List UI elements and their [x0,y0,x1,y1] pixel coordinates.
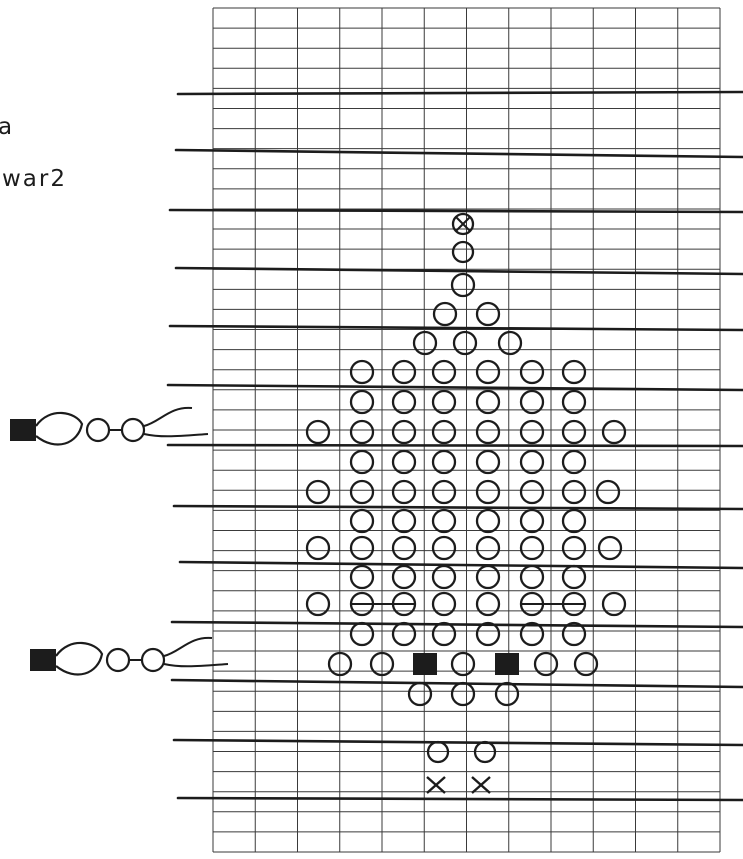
thread-line [172,622,743,627]
circle-bead [477,361,499,383]
circle-bead [433,361,455,383]
circle-bead [409,683,431,705]
circle-bead [307,481,329,503]
circle-bead [477,421,499,443]
clasp-loop [56,643,102,675]
circle-bead [433,593,455,615]
circle-bead [499,332,521,354]
circle-bead [393,361,415,383]
circle-bead [452,683,474,705]
thread-line [170,210,743,212]
thread-line [178,798,743,800]
thread-line [168,385,743,390]
clasp-tail [164,664,228,666]
circle-bead [351,421,373,443]
circle-bead [393,421,415,443]
start-marker-crossed-circle [453,214,473,234]
graph-paper-grid [213,8,720,852]
circle-bead [433,421,455,443]
end-marker-x [472,777,490,793]
square-bead [413,653,437,675]
thread-line [168,445,743,446]
circle-bead [393,537,415,559]
clasp-bead [142,649,164,671]
clasp-upper [10,408,208,445]
circle-bead [453,242,473,262]
circle-bead [393,481,415,503]
circle-bead [433,623,455,645]
circle-bead [563,566,585,588]
clasp-bead [107,649,129,671]
circle-bead [351,537,373,559]
circle-bead [597,481,619,503]
circle-bead [521,566,543,588]
circle-bead [521,537,543,559]
circle-bead [433,566,455,588]
circle-bead [307,421,329,443]
circle-bead [563,361,585,383]
circle-bead [433,481,455,503]
circle-bead [603,421,625,443]
circle-bead [477,566,499,588]
clasp-tail [144,408,192,426]
circle-bead [496,683,518,705]
clasp-drawings [10,408,228,675]
circle-bead [603,593,625,615]
square-bead [495,653,519,675]
clasp-tail [164,638,212,656]
circle-bead [535,653,557,675]
clasp-bead [87,419,109,441]
thread-line [180,562,743,568]
circle-bead [521,510,543,532]
circle-bead [452,274,474,296]
circle-bead [563,481,585,503]
circle-bead [433,537,455,559]
clasp-square [10,419,36,441]
circle-bead [477,510,499,532]
circle-bead [521,421,543,443]
circle-bead [351,566,373,588]
circle-bead [477,481,499,503]
circle-bead [477,623,499,645]
circle-bead [563,421,585,443]
circle-bead [477,303,499,325]
circle-bead [563,510,585,532]
clasp-tail [144,434,208,436]
end-marker-x [427,777,445,793]
clasp-lower [30,638,228,675]
circle-bead [521,481,543,503]
thread-line [174,506,743,509]
circle-bead [307,537,329,559]
circle-bead [307,593,329,615]
circle-bead [477,593,499,615]
circle-bead [414,332,436,354]
thread-line [178,92,743,94]
thread-lines [168,92,743,800]
circle-bead [393,566,415,588]
circle-bead [563,537,585,559]
circle-bead [521,361,543,383]
circle-bead [434,303,456,325]
clasp-square [30,649,56,671]
circle-bead [454,332,476,354]
circle-bead [351,510,373,532]
circle-bead [351,361,373,383]
circle-bead [351,623,373,645]
thread-line [174,740,743,745]
circle-bead [351,481,373,503]
thread-line [176,150,743,157]
circle-bead [393,510,415,532]
circle-bead [452,653,474,675]
clasp-bead [122,419,144,441]
clasp-loop [36,413,82,445]
circle-bead [433,510,455,532]
circle-bead [477,537,499,559]
circle-bead [393,623,415,645]
circle-bead [599,537,621,559]
